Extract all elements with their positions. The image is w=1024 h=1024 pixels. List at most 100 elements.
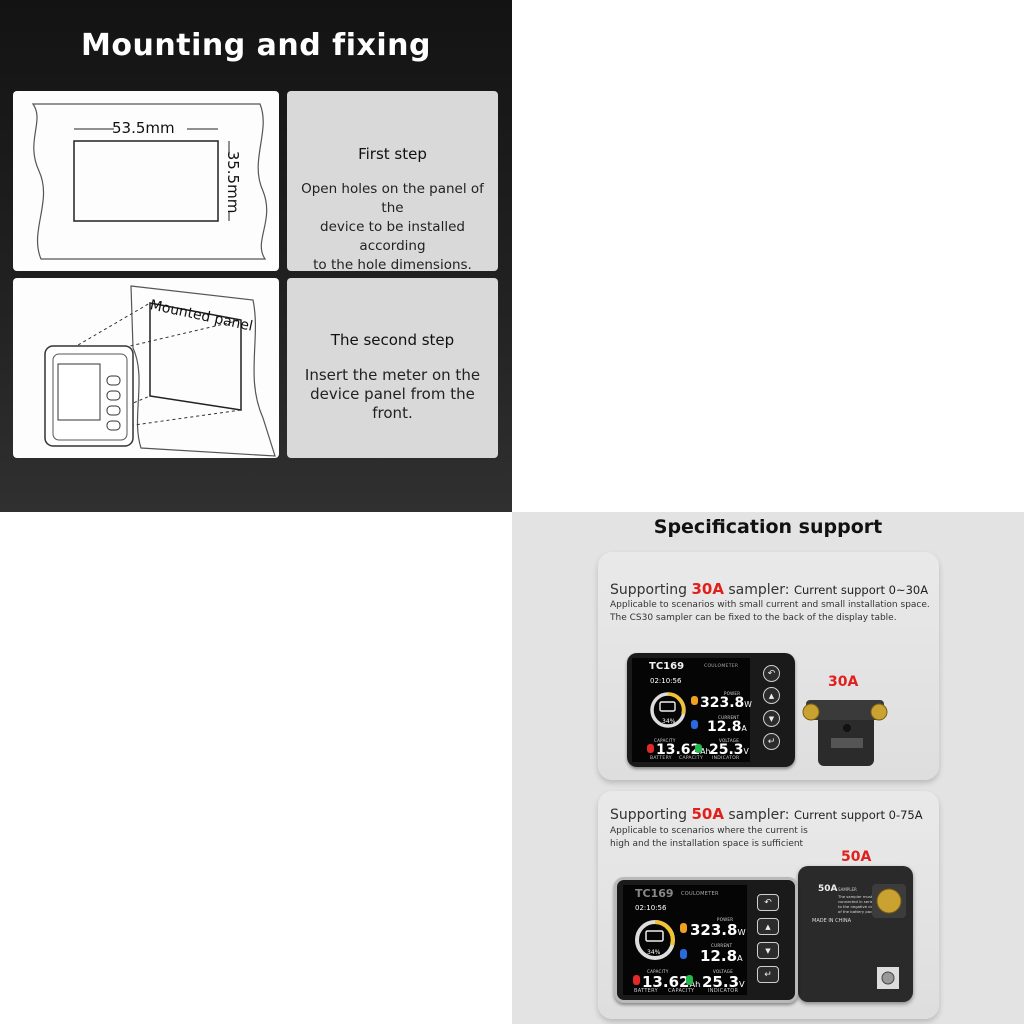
sampler-50a-prefix: Supporting (610, 807, 687, 823)
meter-screen-50: TC169 COULOMETER 02:10:56 34% POWER 323.… (623, 885, 747, 995)
voltage-value-50: 25.3 (702, 973, 740, 991)
power-reading: 323.8W (700, 695, 752, 711)
back-button-50[interactable]: ↶ (757, 894, 779, 911)
first-step-panel: First step Open holes on the panel of th… (287, 91, 498, 273)
sampler-50a-heading: Supporting 50A sampler: Current support … (610, 805, 923, 823)
panel-insert-drawing (44, 285, 276, 457)
sampler-50a-tag: 50A (841, 849, 872, 865)
terminal-bolt-icon (872, 884, 906, 918)
up-button[interactable]: ▲ (763, 687, 780, 704)
second-step-text: Insert the meter on the device panel fro… (304, 366, 481, 422)
footer-capacity: CAPACITY (679, 756, 704, 761)
up-button-50[interactable]: ▲ (757, 918, 779, 935)
sampler-30a-current: Current support 0~30A (793, 583, 929, 597)
power-value: 323.8 (700, 695, 745, 711)
voltage-value: 25.3 (709, 742, 744, 758)
sampler-30a-card: Supporting 30A sampler: Current support … (598, 552, 939, 780)
sampler-30a-amp: 30A (691, 580, 724, 598)
capacity-unit-50: Ah (689, 979, 701, 989)
power-label: POWER (724, 691, 741, 696)
power-unit-50: W (737, 927, 746, 937)
down-button[interactable]: ▼ (763, 710, 780, 727)
footer-indicator: INDICATOR (712, 756, 740, 761)
second-step-panel: The second step Insert the meter on the … (287, 278, 498, 458)
footer-indicator-50: INDICATOR (708, 988, 739, 994)
capacity-label: CAPACITY (654, 738, 676, 743)
height-dimension-label: 35.5mm (224, 150, 242, 214)
battery-gauge-icon-50 (635, 920, 675, 960)
down-button-50[interactable]: ▼ (757, 942, 779, 959)
capacity-reading-50: 13.62Ah (642, 973, 700, 991)
meter-time-50: 02:10:56 (635, 904, 667, 912)
sampler-50a-device: 50A SAMPLER The sampler must be connecte… (798, 866, 913, 1002)
current-unit: A (741, 724, 747, 733)
enter-button[interactable]: ↵ (763, 733, 780, 750)
back-button[interactable]: ↶ (763, 665, 780, 682)
sampler-50a-card: Supporting 50A sampler: Current support … (598, 791, 939, 1019)
hole-dimension-diagram: 53.5mm 35.5mm (13, 91, 279, 271)
capacity-reading: 13.62Ah (656, 742, 710, 758)
capacity-value-50: 13.62 (642, 973, 690, 991)
voltage-unit: V (743, 747, 749, 756)
voltage-label-50: VOLTAGE (713, 969, 734, 974)
capacity-icon-50 (633, 975, 640, 985)
sampler-50a-description: Applicable to scenarios where the curren… (610, 826, 808, 849)
sampler-30a-heading: Supporting 30A sampler: Current support … (610, 580, 928, 598)
current-reading: 12.8A (707, 719, 747, 735)
voltage-reading-50: 25.3V (702, 973, 745, 991)
voltage-unit-50: V (739, 979, 745, 989)
battery-percent: 34% (662, 718, 676, 725)
specification-section: Specification support Supporting 30A sam… (512, 512, 1024, 1024)
enter-button-50[interactable]: ↵ (757, 966, 779, 983)
meter-subtitle: COULOMETER (704, 664, 739, 669)
current-value: 12.8 (707, 719, 742, 735)
voltage-icon-50 (686, 975, 693, 985)
battery-gauge-icon (650, 692, 686, 728)
sampler-30a-prefix: Supporting (610, 582, 687, 598)
second-step-title: The second step (330, 331, 455, 349)
sampler-30a-device (802, 700, 888, 766)
capacity-value: 13.62 (656, 742, 701, 758)
current-label: CURRENT (718, 715, 740, 720)
width-dimension-label: 53.5mm (112, 119, 175, 137)
spec-title: Specification support (653, 516, 883, 538)
meter-device-50a: TC169 COULOMETER 02:10:56 34% POWER 323.… (614, 877, 798, 1003)
panel-cutout-drawing (31, 103, 268, 260)
power-reading-50: 323.8W (690, 921, 746, 939)
current-label-50: CURRENT (711, 943, 733, 948)
power-unit: W (744, 700, 752, 709)
sampler-30a-tag: 30A (828, 674, 859, 690)
sampler-30a-suffix: sampler: (728, 582, 790, 598)
power-value-50: 323.8 (690, 921, 738, 939)
made-in-label: MADE IN CHINA (812, 918, 852, 924)
current-unit-50: A (737, 953, 743, 963)
footer-capacity-50: CAPACITY (668, 988, 695, 994)
current-icon (691, 720, 698, 729)
meter-screen: TC169 COULOMETER 02:10:56 34% POWER 323.… (632, 658, 752, 762)
meter-brand-50: TC169 (635, 887, 674, 900)
first-step-text: Open holes on the panel of the device to… (301, 181, 484, 273)
power-icon-50 (680, 923, 687, 933)
mounting-section: Mounting and fixing 53.5mm 35.5mm First … (0, 0, 512, 512)
footer-battery-50: BATTERY (634, 988, 658, 994)
sampler-50a-suffix: sampler: (728, 807, 790, 823)
power-icon (691, 696, 698, 705)
power-label-50: POWER (717, 917, 734, 922)
capacity-icon (647, 744, 654, 753)
current-value-50: 12.8 (700, 947, 738, 965)
screw-terminal-icon (877, 967, 899, 989)
sampler-30a-description: Applicable to scenarios with small curre… (610, 600, 930, 623)
current-icon-50 (680, 949, 687, 959)
meter-brand: TC169 (649, 661, 685, 672)
voltage-label: VOLTAGE (719, 738, 740, 743)
sampler-50a-current: Current support 0-75A (793, 808, 923, 822)
capacity-label-50: CAPACITY (647, 969, 669, 974)
meter-device-30a: TC169 COULOMETER 02:10:56 34% POWER 323.… (627, 653, 795, 767)
voltage-icon (695, 744, 702, 753)
footer-battery: BATTERY (650, 756, 672, 761)
sampler-50a-sub: SAMPLER (838, 887, 857, 892)
capacity-unit: Ah (700, 747, 711, 756)
sampler-50a-label: 50A (818, 884, 838, 894)
mounted-panel-diagram: Mounted panel (13, 278, 279, 458)
meter-time: 02:10:56 (650, 677, 682, 685)
